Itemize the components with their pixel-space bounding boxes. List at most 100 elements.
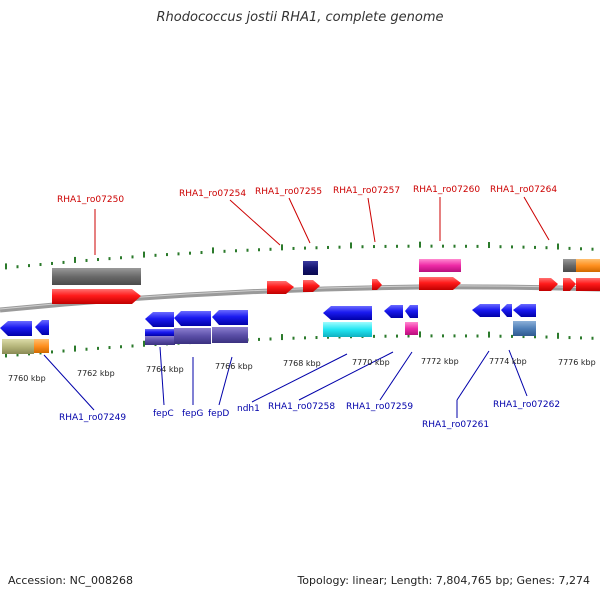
minor-tick xyxy=(269,247,272,251)
feature-arrow-red[interactable] xyxy=(372,279,382,290)
feature-steel-box[interactable] xyxy=(513,321,536,336)
feature-cyan-box[interactable] xyxy=(323,322,372,337)
scale-labels: 7760 kbp 7762 kbp 7764 kbp 7766 kbp 7768… xyxy=(8,357,596,383)
minor-tick xyxy=(476,334,479,338)
minor-tick xyxy=(591,336,594,340)
accession-text: Accession: NC_008268 xyxy=(8,574,134,587)
genome-title: Rhodococcus jostii RHA1, complete genome xyxy=(156,10,444,25)
minor-tick xyxy=(85,347,88,351)
gene-label[interactable]: RHA1_ro07257 xyxy=(333,186,400,196)
feature-arrow-blue[interactable] xyxy=(0,321,32,336)
major-tick xyxy=(74,256,76,263)
minor-tick xyxy=(407,334,410,338)
feature-arrow-red[interactable] xyxy=(303,280,320,292)
scale-label: 7770 kbp xyxy=(352,358,390,367)
feature-slate-box[interactable] xyxy=(174,328,211,344)
feature-orange-box[interactable] xyxy=(576,259,600,272)
feature-arrow-blue[interactable] xyxy=(145,312,174,327)
gene-label[interactable]: fepD xyxy=(208,409,229,419)
feature-magenta-box[interactable] xyxy=(405,322,418,335)
feature-arrow-blue[interactable] xyxy=(212,310,248,325)
minor-tick xyxy=(154,253,157,257)
major-tick xyxy=(488,331,490,338)
feature-navy-box[interactable] xyxy=(303,261,318,275)
feature-arrow-blue[interactable] xyxy=(35,320,49,335)
feature-arrow-red[interactable] xyxy=(267,281,294,294)
gene-label[interactable]: RHA1_ro07259 xyxy=(346,402,413,412)
gene-label[interactable]: fepC xyxy=(153,409,174,419)
minor-tick xyxy=(16,353,19,357)
feature-arrow-red[interactable] xyxy=(539,278,558,291)
feature-arrow-blue[interactable] xyxy=(405,305,418,318)
gene-label[interactable]: RHA1_ro07264 xyxy=(490,185,557,195)
minor-tick xyxy=(189,251,191,255)
minor-tick xyxy=(120,256,122,260)
minor-tick xyxy=(430,334,433,338)
feature-red-box[interactable] xyxy=(576,278,600,291)
gene-label[interactable]: fepG xyxy=(182,409,203,419)
feature-olive-box[interactable] xyxy=(2,339,34,354)
minor-tick xyxy=(246,248,249,252)
feature-arrow-red[interactable] xyxy=(419,277,461,290)
gene-label[interactable]: RHA1_ro07249 xyxy=(59,413,126,423)
minor-tick xyxy=(534,245,536,249)
minor-tick xyxy=(315,336,318,340)
minor-tick xyxy=(338,245,341,249)
minor-tick xyxy=(499,334,502,338)
bottom-strand-features xyxy=(0,304,536,354)
minor-tick xyxy=(62,349,65,353)
minor-tick xyxy=(28,264,30,268)
feature-gray-top[interactable] xyxy=(563,259,576,272)
minor-tick xyxy=(292,246,295,250)
feature-arrow-red[interactable] xyxy=(563,278,576,291)
feature-orange-box[interactable] xyxy=(34,339,49,353)
topology-text: Topology: linear; Length: 7,804,765 bp; … xyxy=(297,574,590,587)
feature-arrow-blue[interactable] xyxy=(472,304,500,317)
minor-tick xyxy=(568,336,571,340)
minor-tick xyxy=(51,261,53,265)
gene-label[interactable]: RHA1_ro07260 xyxy=(413,185,480,195)
scale-label: 7760 kbp xyxy=(8,374,46,383)
major-tick xyxy=(74,345,76,352)
feature-blue-box[interactable] xyxy=(145,329,175,336)
minor-tick xyxy=(292,336,295,340)
gene-label[interactable]: RHA1_ro07254 xyxy=(179,189,246,199)
minor-tick xyxy=(131,344,134,348)
feature-arrow-blue[interactable] xyxy=(513,304,536,317)
feature-arrow-red[interactable] xyxy=(52,289,141,304)
minor-tick xyxy=(62,260,65,264)
major-tick xyxy=(419,241,421,248)
minor-tick xyxy=(568,246,571,250)
major-tick xyxy=(212,247,214,254)
feature-magenta-box[interactable] xyxy=(419,259,461,272)
feature-slate-box[interactable] xyxy=(145,336,175,345)
minor-tick xyxy=(223,249,226,253)
scale-label: 7776 kbp xyxy=(558,358,596,367)
minor-tick xyxy=(269,337,272,341)
gene-label[interactable]: RHA1_ro07258 xyxy=(268,402,335,412)
major-tick xyxy=(5,263,7,270)
gene-label[interactable]: RHA1_ro07262 xyxy=(493,400,560,410)
feature-arrow-blue[interactable] xyxy=(501,304,512,317)
scale-label: 7764 kbp xyxy=(146,365,184,374)
gene-label[interactable]: RHA1_ro07250 xyxy=(57,195,124,205)
gene-label[interactable]: RHA1_ro07255 xyxy=(255,187,322,197)
minor-tick xyxy=(177,252,180,256)
minor-tick xyxy=(407,244,410,248)
gene-label[interactable]: ndh1 xyxy=(237,404,260,414)
minor-tick xyxy=(545,246,548,250)
minor-tick xyxy=(465,244,467,248)
gene-label[interactable]: RHA1_ro07261 xyxy=(422,420,489,430)
major-tick xyxy=(281,244,283,251)
feature-arrow-blue[interactable] xyxy=(174,311,211,326)
feature-arrow-blue[interactable] xyxy=(384,305,403,318)
feature-arrow-blue[interactable] xyxy=(323,306,372,320)
minor-tick xyxy=(442,244,444,248)
minor-tick xyxy=(51,350,53,354)
feature-gray-top[interactable] xyxy=(52,268,141,285)
minor-tick xyxy=(384,334,387,338)
minor-tick xyxy=(511,334,513,338)
minor-tick xyxy=(16,265,19,269)
feature-slate-box[interactable] xyxy=(212,327,248,343)
